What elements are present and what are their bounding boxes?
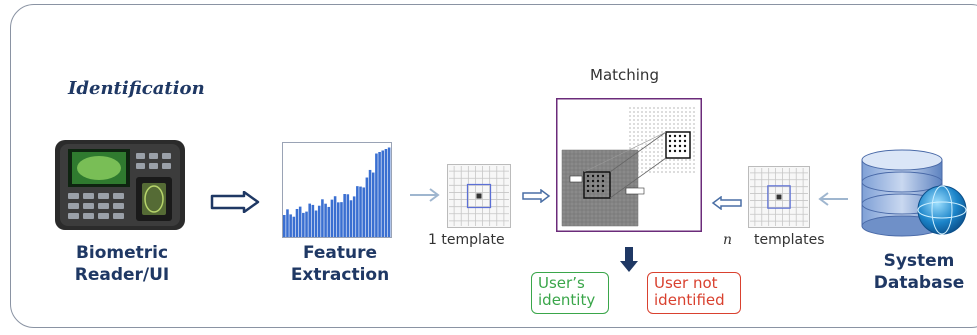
down-arrow-icon [620,247,638,272]
histogram-bar [302,212,305,237]
user-identity-line2: identity [538,291,596,309]
histogram-bar [340,202,343,237]
histogram-bar [371,172,375,237]
section-title: Identification [68,78,205,99]
user-identity-line1: User’s [538,274,585,292]
histogram-bar [378,152,381,237]
histogram-bar [295,208,299,237]
arrow-left-icon [818,192,848,206]
database-label-line2: Database [873,273,965,293]
histogram-bar [324,203,327,237]
diagram-frame [10,4,977,328]
histogram-bar [375,153,378,237]
database-template-grid [748,166,810,228]
small-double-arrow-left-icon [711,196,742,210]
histogram-bar [292,216,296,237]
histogram-bar [359,186,362,237]
histogram-bar [314,210,318,237]
reader-label-line1: Biometric [75,243,169,263]
histogram-bar [349,200,353,237]
probe-template-grid [447,164,511,228]
user-identity-box: User’s identity [531,272,609,314]
histogram-bar [330,199,334,237]
small-double-arrow-right-icon [522,189,551,203]
feature-label-line1: Feature [302,243,378,263]
histogram-bar [337,202,340,237]
database-icon [861,149,967,237]
histogram-bar [365,177,369,237]
arrow-right-icon [410,188,440,202]
histogram-bar [387,147,391,237]
histogram-bar [327,206,331,237]
not-identified-line2: identified [654,291,725,309]
reader-label: Biometric Reader/UI [52,242,192,286]
histogram-bar [352,196,356,237]
double-arrow-right-icon [210,191,260,213]
histogram-bar [308,203,311,237]
feature-label-line2: Extraction [290,265,390,285]
matching-panel [556,98,702,232]
feature-histogram [282,142,392,238]
histogram-bar [321,199,324,237]
histogram-bar [356,186,359,237]
histogram-bar [311,204,315,237]
n-templates-label: templates [754,232,825,248]
histogram-bar [289,214,292,237]
n-symbol: n [723,232,733,248]
histogram-bar [362,187,365,237]
histogram-bar [346,194,350,237]
user-not-identified-box: User not identified [647,272,741,314]
histogram-bar [283,215,286,237]
histogram-bar [381,150,385,237]
feature-label: Feature Extraction [275,242,405,286]
database-label: System Database [860,250,977,294]
matching-label: Matching [590,66,659,84]
one-template-label: 1 template [428,232,505,248]
histogram-bar [305,211,308,237]
histogram-bar [368,169,372,237]
biometric-reader-icon [55,140,185,230]
histogram-bar [317,205,321,237]
histogram-bar [298,206,302,237]
histogram-bar [286,209,289,237]
reader-label-line2: Reader/UI [74,265,170,285]
not-identified-line1: User not [654,274,718,292]
histogram-bar [384,149,388,237]
histogram-bar [333,196,337,237]
histogram-bar [343,194,346,237]
database-label-line1: System [883,251,955,271]
